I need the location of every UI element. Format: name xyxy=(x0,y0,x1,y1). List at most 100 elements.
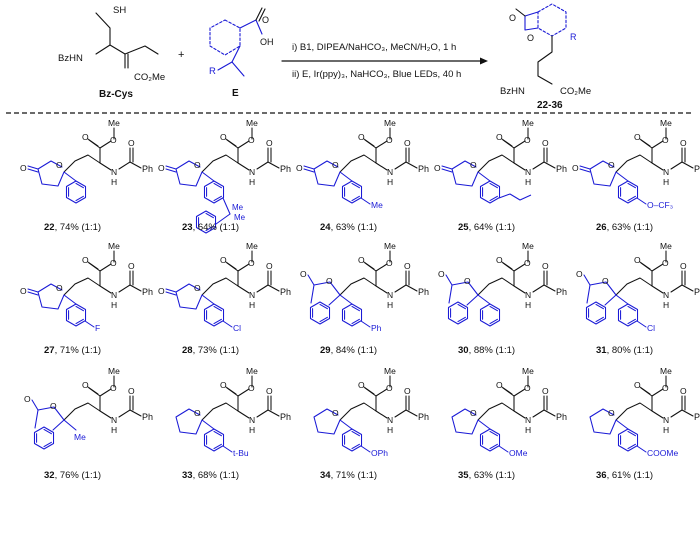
product-caption: 29, 84% (1:1) xyxy=(320,345,377,356)
phthalide-o-bond xyxy=(329,281,341,296)
ester-co-double xyxy=(225,261,237,270)
methoxy-me: Me xyxy=(522,118,534,128)
lactone-o-label: O xyxy=(158,286,165,296)
ester-o-bond xyxy=(237,388,250,397)
lactone-co-double xyxy=(579,168,591,173)
para-substituent: O–CF₃ xyxy=(647,200,673,210)
alkyl-chain xyxy=(63,277,101,296)
ester-co-double xyxy=(87,386,99,395)
para-substituent: OPh xyxy=(371,448,388,458)
phthalide-fusion-bond xyxy=(52,419,65,431)
ester-o: O xyxy=(662,258,669,268)
yield-value: , 64% xyxy=(469,222,496,233)
aromatic-double-bond xyxy=(319,303,328,310)
lactone-co-bond xyxy=(165,165,177,170)
benzene-ring xyxy=(447,301,469,325)
amide-c-bond xyxy=(256,409,269,418)
aromatic-double-bond xyxy=(457,303,466,310)
amide-c-bond xyxy=(670,284,683,293)
amide-n-bond xyxy=(513,410,526,419)
benzene-ring xyxy=(341,303,363,327)
ester-o-bond xyxy=(513,140,526,149)
aromatic-double-bond xyxy=(627,305,636,312)
amide-n: N xyxy=(663,290,669,300)
product-co2me-label: CO₂Me xyxy=(560,86,591,97)
aromatic-double-bond xyxy=(627,182,636,189)
lactone-o-label: O xyxy=(434,163,441,173)
ester-o: O xyxy=(110,135,117,145)
lactone-co-bond xyxy=(27,288,39,293)
phthalide-ester-bond xyxy=(589,281,607,286)
ester-carbonyl-o: O xyxy=(82,132,89,142)
amide-n: N xyxy=(525,290,531,300)
ester-carbonyl-o: O xyxy=(634,380,641,390)
ester-o-bond xyxy=(651,140,664,149)
methoxy-me: Me xyxy=(246,118,258,128)
amide-ph: Ph xyxy=(142,164,153,174)
amide-n-bond xyxy=(99,410,112,419)
amide-c-bond xyxy=(670,161,683,170)
aromatic-double-bond xyxy=(595,303,604,310)
aromatic-double-bond xyxy=(351,195,360,202)
ester-o-bond xyxy=(237,140,250,149)
amide-o: O xyxy=(680,138,687,148)
amide-n-bond xyxy=(99,285,112,294)
amide-n-bond xyxy=(651,162,664,171)
bzhn-label: BzHN xyxy=(58,53,83,64)
dr-value: (1:1) xyxy=(634,470,654,481)
yield-value: , 68% xyxy=(193,470,220,481)
phthalide-o-bond xyxy=(53,406,65,421)
lactone-co-double xyxy=(303,168,315,173)
para-sub-bond xyxy=(498,445,509,453)
amide-n-bond xyxy=(237,410,250,419)
aromatic-double-bond xyxy=(43,428,52,435)
amide-o: O xyxy=(542,386,549,396)
benzene-ring xyxy=(617,428,639,452)
amide-ph-bond xyxy=(543,284,556,292)
benzene-ring xyxy=(479,180,501,204)
plus-sign: + xyxy=(178,49,184,61)
alkyl-chain xyxy=(615,154,653,173)
amide-h: H xyxy=(387,300,393,310)
lactone-co-double xyxy=(27,291,39,296)
amide-c-bond xyxy=(532,161,545,170)
product-caption: 28, 73% (1:1) xyxy=(182,345,239,356)
amide-n: N xyxy=(249,415,255,425)
product-range-label: 22-36 xyxy=(537,100,563,111)
ring-o-label: O xyxy=(332,408,339,418)
amide-c-bond xyxy=(532,284,545,293)
dr-value: (1:1) xyxy=(496,470,516,481)
aryl-bond xyxy=(477,419,491,430)
dr-value: (1:1) xyxy=(358,470,378,481)
amide-n: N xyxy=(111,415,117,425)
amide-o: O xyxy=(128,261,135,271)
amide-ph: Ph xyxy=(694,287,700,297)
amide-ph: Ph xyxy=(418,287,429,297)
alkyl-chain xyxy=(201,154,239,173)
co2me-label: CO₂Me xyxy=(134,72,165,83)
five-membered-ring xyxy=(313,408,341,435)
aromatic-double-bond xyxy=(351,318,360,325)
aromatic-double-bond xyxy=(213,318,222,325)
amide-n: N xyxy=(387,290,393,300)
yield-value: , 80% xyxy=(607,345,634,356)
amide-h: H xyxy=(249,425,255,435)
lactone-co-bond xyxy=(579,165,591,170)
five-membered-ring xyxy=(451,408,479,435)
lactone-co-double xyxy=(165,168,177,173)
ester-o-bond xyxy=(375,140,388,149)
amide-ph-bond xyxy=(129,409,142,417)
amide-n-bond xyxy=(651,285,664,294)
benzene-ring xyxy=(479,303,501,327)
alkyl-chain xyxy=(477,154,515,173)
fluorene-me-2: Me xyxy=(234,213,246,222)
lactone-co-bond xyxy=(303,165,315,170)
ester-carbonyl-o: O xyxy=(82,380,89,390)
aryl-bond xyxy=(339,171,353,182)
para-substituent: OMe xyxy=(509,448,528,458)
methoxy-me: Me xyxy=(108,118,120,128)
phthalide-ring-o: O xyxy=(326,276,333,286)
